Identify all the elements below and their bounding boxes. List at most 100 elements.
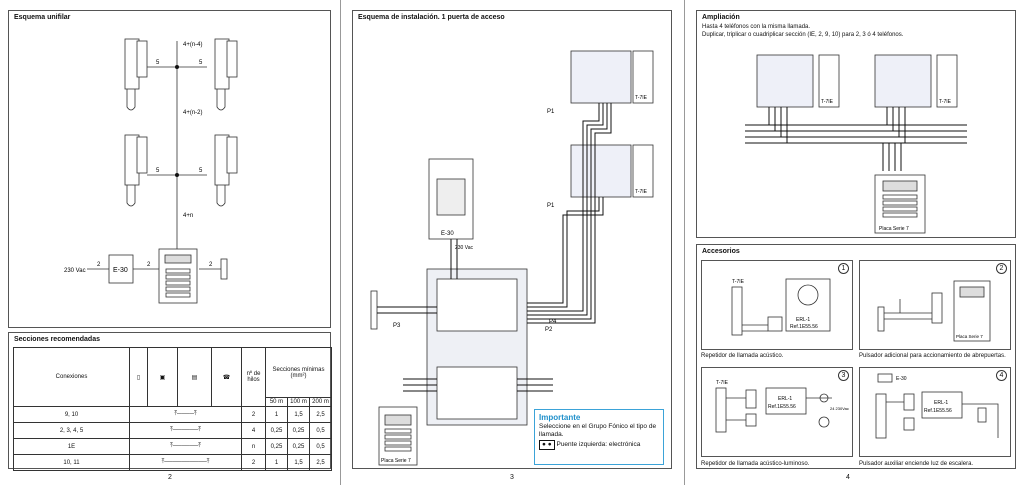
accessory-caption: Repetidor de llamada acústico-luminoso. bbox=[701, 461, 810, 467]
expansion-panel: Ampliación Hasta 4 teléfonos con la mism… bbox=[696, 10, 1016, 238]
connection-arrow: ⤒────⤒ bbox=[129, 406, 242, 423]
accessory-card: 2 Placa Serie 7 bbox=[859, 260, 1011, 350]
col-secciones: Secciones mínimas (mm²) bbox=[265, 347, 332, 398]
cell-s50: 1 bbox=[265, 454, 288, 471]
cell-s100: 1,5 bbox=[287, 454, 310, 471]
wire-label-n2: 4+(n-2) bbox=[183, 110, 203, 116]
power-supply-label: E-30 bbox=[113, 267, 128, 274]
connection-arrow: ⤒──────⤒ bbox=[129, 422, 242, 439]
distance-header: 50 m bbox=[265, 397, 288, 407]
expansion-line1: Hasta 4 teléfonos con la misma llamada. bbox=[702, 24, 811, 30]
device-ref: Ref.1E55.56 bbox=[768, 404, 796, 410]
col-conexiones: Conexiones bbox=[13, 347, 130, 407]
stair-light-wiring-diagram: E-30 ERL-1 Ref.1E55.56 bbox=[875, 373, 999, 439]
placa-label: Placa Serie 7 bbox=[956, 334, 983, 339]
sections-table-panel: Secciones recomendadas Conexiones ▯ ▣ ▤ … bbox=[8, 332, 332, 471]
col-hilos: nº de hilos bbox=[241, 347, 266, 407]
installation-diagram-title: Esquema de instalación. 1 puerta de acce… bbox=[358, 14, 505, 21]
door-panel-icon: ▤ bbox=[191, 374, 198, 381]
accessory-card: 4 E-30 ERL-1 Ref.1E55.56 bbox=[859, 367, 1011, 457]
mains-voltage-label: 24 230Vac bbox=[830, 406, 849, 411]
phone-model-label: T-7IE bbox=[635, 95, 648, 101]
accessory-number: 3 bbox=[838, 370, 849, 381]
wire-label-p2: P2 bbox=[545, 327, 553, 333]
mains-voltage-label: 230 Vac bbox=[455, 245, 473, 251]
distance-header: 100 m bbox=[287, 397, 310, 407]
important-text: Seleccione en el Grupo Fónico el tipo de… bbox=[539, 423, 657, 438]
cell-s100: 0,25 bbox=[287, 422, 310, 439]
wire-label-p1: P1 bbox=[547, 203, 555, 209]
cell-hilos: 2 bbox=[241, 454, 266, 471]
table-row: 9, 10 ⤒────⤒ 2 1 1,5 2,5 bbox=[13, 406, 332, 423]
table-row: 2, 3, 4, 5 ⤒──────⤒ 4 0,25 0,25 0,5 bbox=[13, 422, 332, 439]
cell-conexiones: 10, 11 bbox=[13, 454, 130, 471]
cell-hilos: 2 bbox=[241, 406, 266, 423]
power-supply-icon: ▣ bbox=[159, 374, 166, 381]
cell-conexiones: 9, 10 bbox=[13, 406, 130, 423]
phone-model-label: T-7IE bbox=[821, 99, 834, 105]
wire-count-label: 5 bbox=[156, 168, 160, 174]
important-legend-text: Puente izquierda: electrónica bbox=[556, 441, 641, 448]
wire-label-p3: P3 bbox=[393, 323, 401, 329]
cell-hilos: n bbox=[241, 438, 266, 455]
col-icon-repeater: ▯ bbox=[129, 347, 148, 407]
single-line-diagram-title: Esquema unifilar bbox=[14, 14, 71, 21]
wire-label-p1: P1 bbox=[547, 109, 555, 115]
repeater-icon: ▯ bbox=[136, 374, 141, 381]
cell-s200: 0,5 bbox=[309, 438, 332, 455]
handset-icon: ☎ bbox=[222, 374, 231, 381]
installation-diagram: P1 P1 P2 P3 P4 T-7IE T-7IE E-30 230 Vac … bbox=[370, 50, 654, 466]
cell-conexiones: 2, 3, 4, 5 bbox=[13, 422, 130, 439]
wire-count-label: 2 bbox=[209, 262, 213, 268]
phone-model-label: T-7IE bbox=[716, 380, 729, 386]
table-row: 1E ⤒──────⤒ n 0,25 0,25 0,5 bbox=[13, 438, 332, 455]
col-icon-phone: ☎ bbox=[211, 347, 242, 407]
placa-label: Placa Serie 7 bbox=[879, 226, 909, 232]
device-label: ERL-1 bbox=[934, 400, 948, 406]
wire-label-n4: 4+(n-4) bbox=[183, 42, 203, 48]
connection-arrow: ⤒──────⤒ bbox=[129, 438, 242, 455]
cell-hilos: 4 bbox=[241, 422, 266, 439]
mains-voltage-label: 230 Vac bbox=[64, 268, 86, 274]
device-ref: Ref.1E55.56 bbox=[790, 324, 818, 330]
expansion-line2: Duplicar, triplicar o cuadriplicar secci… bbox=[702, 32, 904, 38]
accessories-title: Accesorios bbox=[702, 248, 740, 255]
connection-arrow: ⤒──────────⤒ bbox=[129, 454, 242, 471]
phone-model-label: T-7IE bbox=[732, 279, 745, 285]
power-supply-label: E-30 bbox=[441, 231, 454, 237]
wire-count-label: 5 bbox=[199, 168, 203, 174]
col-icon-panel: ▤ bbox=[177, 347, 212, 407]
sections-table-title: Secciones recomendadas bbox=[14, 336, 100, 343]
page-divider bbox=[340, 0, 341, 485]
cell-s200: 2,5 bbox=[309, 454, 332, 471]
expansion-diagram: T-7IE T-7IE Placa Serie 7 bbox=[745, 54, 967, 234]
accessory-number: 4 bbox=[996, 370, 1007, 381]
power-supply-label: E-30 bbox=[896, 376, 907, 382]
page-number: 2 bbox=[168, 474, 172, 481]
placa-label: Placa Serie 7 bbox=[381, 458, 411, 464]
cell-s50: 0,25 bbox=[265, 438, 288, 455]
accessory-card: 3 T-7IE ERL-1 Ref.1E55.56 24 230Vac bbox=[701, 367, 853, 457]
expansion-title: Ampliación bbox=[702, 14, 740, 21]
accessories-panel: Accesorios 1 T-7IE ERL-1 Ref.1E55.56 Rep… bbox=[696, 244, 1016, 469]
wire-count-label: 5 bbox=[199, 60, 203, 66]
device-ref: Ref.1E55.56 bbox=[924, 408, 952, 414]
cell-s50: 0,25 bbox=[265, 422, 288, 439]
page-number: 4 bbox=[846, 474, 850, 481]
accessory-caption: Pulsador auxiliar enciende luz de escale… bbox=[859, 461, 974, 467]
table-row: 10, 11 ⤒──────────⤒ 2 1 1,5 2,5 bbox=[13, 454, 332, 471]
accessory-caption: Pulsador adicional para accionamiento de… bbox=[859, 353, 1006, 359]
sections-table: Conexiones ▯ ▣ ▤ ☎ nº de hilos Secciones… bbox=[13, 347, 332, 471]
single-line-diagram: 4+(n-4) 4+(n-2) 4+n 5 5 5 5 2 2 2 230 Va… bbox=[64, 38, 238, 304]
wire-label-p4: P4 bbox=[549, 319, 557, 325]
wire-label-n: 4+n bbox=[183, 213, 193, 219]
page-number: 3 bbox=[510, 474, 514, 481]
phone-model-label: T-7IE bbox=[635, 189, 648, 195]
cell-s50: 1 bbox=[265, 406, 288, 423]
jumper-icon: ● ● bbox=[539, 440, 555, 450]
wire-count-label: 2 bbox=[147, 262, 151, 268]
repeater-wiring-diagram: T-7IE ERL-1 Ref.1E55.56 bbox=[731, 278, 831, 336]
wire-count-label: 2 bbox=[97, 262, 101, 268]
cell-s100: 1,5 bbox=[287, 406, 310, 423]
accessory-number: 2 bbox=[996, 263, 1007, 274]
